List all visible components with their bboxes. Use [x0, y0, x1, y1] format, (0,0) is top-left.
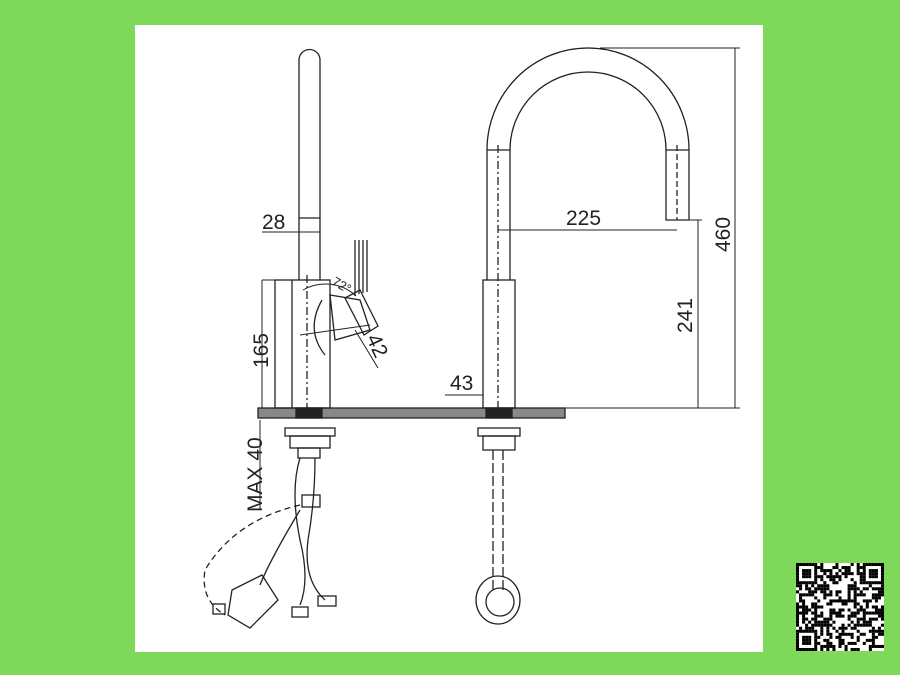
drawing-sheet [135, 25, 763, 652]
qr-code-icon [796, 563, 884, 651]
side-view-faucet [203, 48, 379, 629]
dimension-spout-diameter: 28 [262, 211, 285, 234]
dimension-total-height: 460 [712, 217, 735, 252]
dimension-max-counter: MAX 40 [244, 437, 267, 512]
dimension-lever-length: 42 [361, 330, 392, 361]
countertop [257, 407, 566, 419]
dimension-body-height: 165 [250, 333, 273, 368]
dimension-body-diameter: 43 [450, 372, 473, 395]
dimension-spout-reach: 225 [566, 207, 601, 230]
front-view-faucet [445, 47, 740, 625]
dimension-outlet-height: 241 [674, 298, 697, 333]
dimension-lever-angle: 72° [330, 274, 355, 297]
